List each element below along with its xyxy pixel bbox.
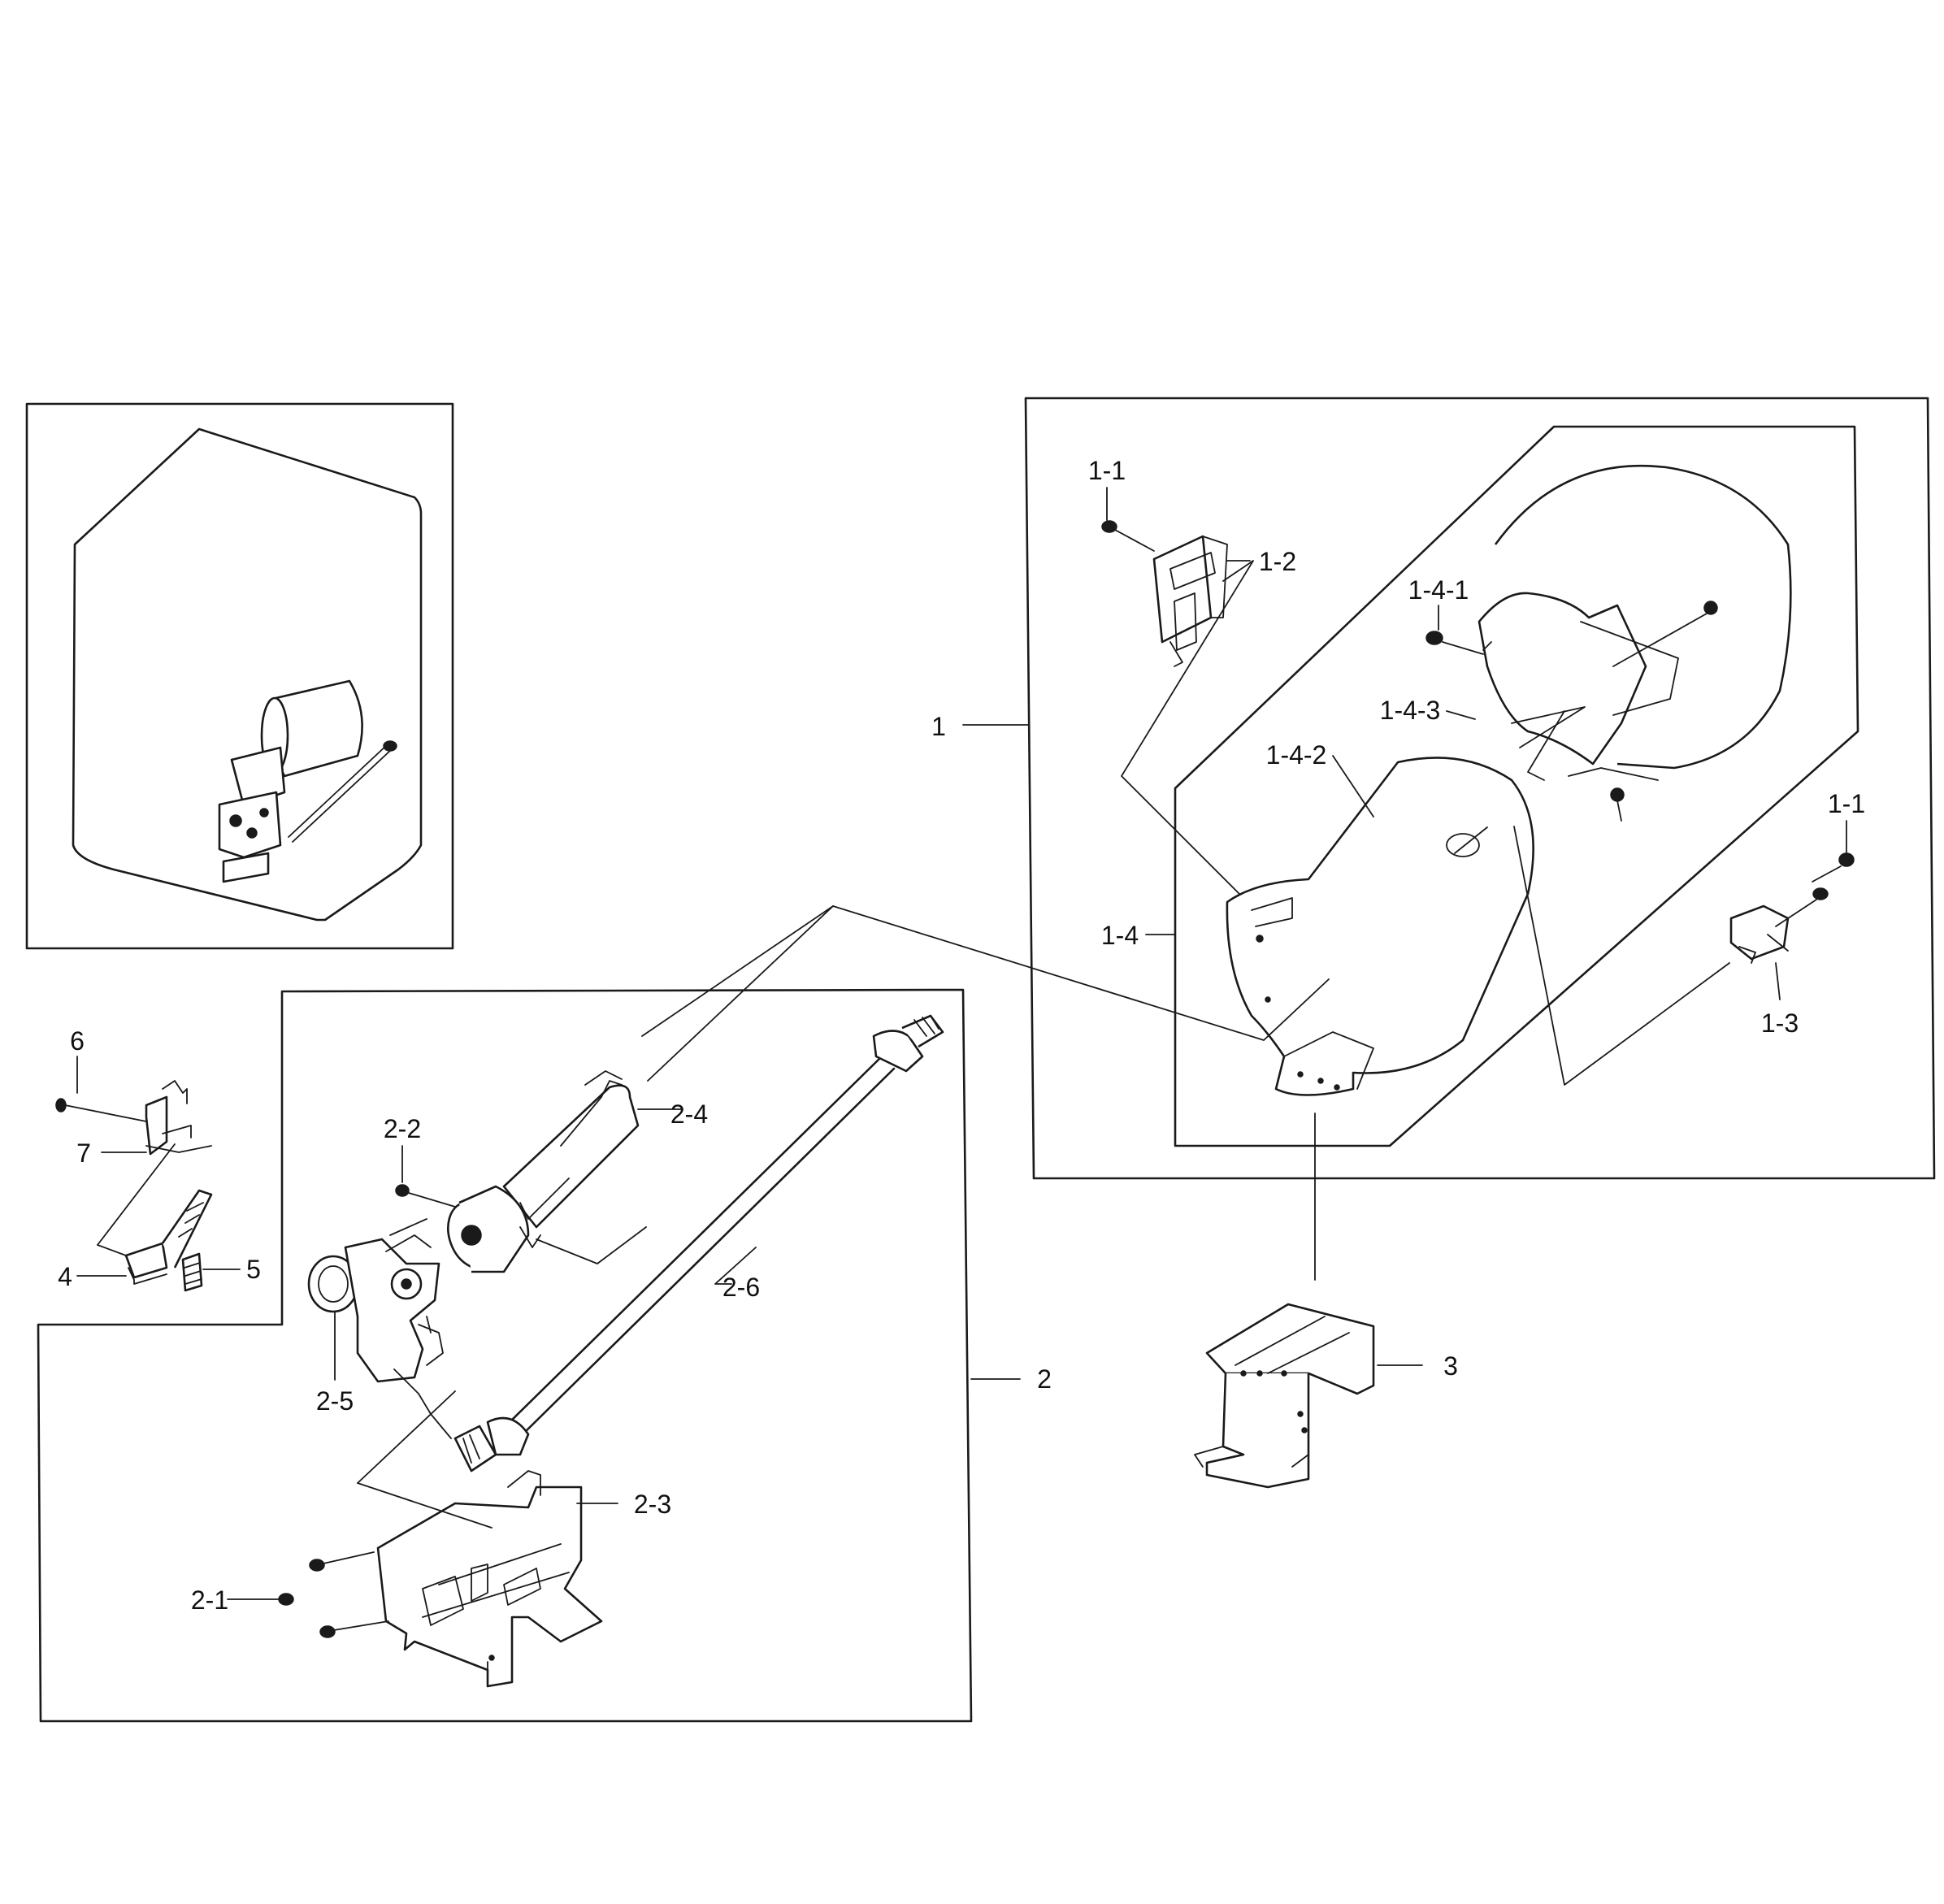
label-1-4-1: 1-4-1 <box>1408 575 1469 605</box>
label-1-2: 1-2 <box>1259 547 1296 576</box>
part-4-igniter <box>76 1189 213 1285</box>
screw-1-4-3-lower <box>1610 787 1625 822</box>
label-6: 6 <box>70 1026 85 1056</box>
label-2-1: 2-1 <box>191 1585 228 1615</box>
cabinet-outline <box>72 427 423 922</box>
label-1-1-top: 1-1 <box>1088 456 1126 485</box>
label-1-3: 1-3 <box>1761 1008 1799 1038</box>
overview-inset <box>25 402 454 950</box>
label-2-3: 2-3 <box>634 1490 671 1519</box>
label-2-4: 2-4 <box>670 1099 708 1129</box>
label-1: 1 <box>931 712 946 741</box>
part-2-6-gas-tube <box>453 1014 944 1472</box>
part-1-4-2-front-duct <box>641 710 1730 1281</box>
leader-duct-to-burner <box>641 905 1330 1041</box>
part-2-5-gas-valve <box>307 1218 452 1439</box>
label-1-4-3: 1-4-3 <box>1380 696 1441 725</box>
label-2-5: 2-5 <box>316 1386 354 1416</box>
label-1-4: 1-4 <box>1101 921 1139 950</box>
part-1-2-bracket <box>1121 535 1254 895</box>
label-4: 4 <box>58 1262 72 1291</box>
part-3-bracket <box>1194 1303 1423 1489</box>
screw-2-2 <box>395 1145 456 1208</box>
igniter-group <box>55 1056 147 1122</box>
duct-subassembly-outline <box>1174 425 1859 1147</box>
screw-1-1-top <box>1101 487 1155 552</box>
label-7: 7 <box>76 1138 91 1168</box>
leader-1-4-3 <box>1446 710 1476 720</box>
screw-1-4-1 <box>1425 605 1484 655</box>
part-1-4-3-rear-duct <box>1478 464 1792 781</box>
assembly-2-box <box>37 988 1021 1723</box>
part-1-3-sensor <box>1729 820 1855 1000</box>
part-7-clip <box>97 1080 212 1246</box>
label-2-2: 2-2 <box>384 1114 421 1143</box>
label-1-1-right: 1-1 <box>1828 789 1865 818</box>
assembly-1-box <box>962 397 1936 1180</box>
label-2: 2 <box>1037 1364 1052 1394</box>
part-5-igniter-mesh <box>181 1252 241 1292</box>
leader-1-4-2 <box>1332 755 1374 818</box>
label-5: 5 <box>246 1255 261 1284</box>
label-1-4-2: 1-4-2 <box>1266 740 1327 770</box>
screws-2-1 <box>227 1551 389 1638</box>
leader-1-2 <box>1121 560 1254 895</box>
part-labels: 1 1-1 1-1 1-2 1-3 1-4 1-4-1 1-4-2 1-4-3 … <box>58 456 1865 1615</box>
part-2-3-bracket <box>357 1390 618 1688</box>
label-3: 3 <box>1443 1351 1458 1381</box>
label-2-6: 2-6 <box>722 1273 760 1302</box>
overview-burner-assembly <box>218 679 397 883</box>
part-2-4-burner-tube <box>447 905 834 1273</box>
